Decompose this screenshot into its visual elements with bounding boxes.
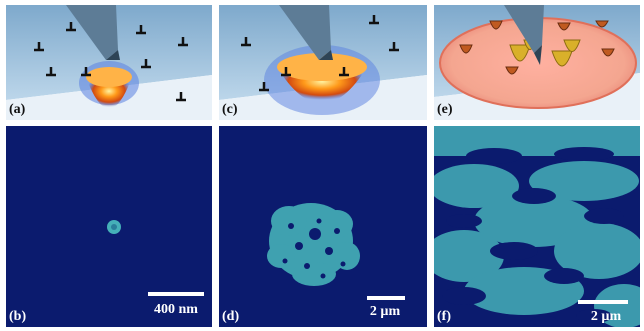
- scale-bar: [367, 296, 405, 300]
- panel-label: (f): [437, 309, 451, 324]
- panel-label: (a): [9, 102, 26, 117]
- panel-label: (e): [437, 102, 453, 117]
- schematic-expanded-heated-region: [219, 5, 427, 120]
- scale-label: 2 µm: [369, 304, 401, 319]
- panel-label: (c): [222, 102, 238, 117]
- scale-label: 2 µm: [590, 309, 622, 324]
- panel-d: 2 µm (d): [219, 126, 427, 327]
- scale-label: 400 nm: [154, 302, 198, 317]
- micrograph-domain-network: [434, 126, 640, 327]
- micrograph-domain-cluster: [219, 126, 427, 327]
- panel-label: (d): [222, 309, 240, 324]
- schematic-multiple-domains: [434, 5, 640, 120]
- scale-bar: [148, 292, 204, 296]
- panel-a: (a): [6, 5, 212, 120]
- panel-c: (c): [219, 5, 427, 120]
- panel-label: (b): [9, 309, 27, 324]
- panel-e: (e): [434, 5, 640, 120]
- scale-bar: [578, 300, 628, 304]
- micrograph-single-domain: [6, 126, 212, 327]
- panel-b: 400 nm (b): [6, 126, 212, 327]
- panel-f: 2 µm (f): [434, 126, 640, 327]
- schematic-single-heated-region: [6, 5, 212, 120]
